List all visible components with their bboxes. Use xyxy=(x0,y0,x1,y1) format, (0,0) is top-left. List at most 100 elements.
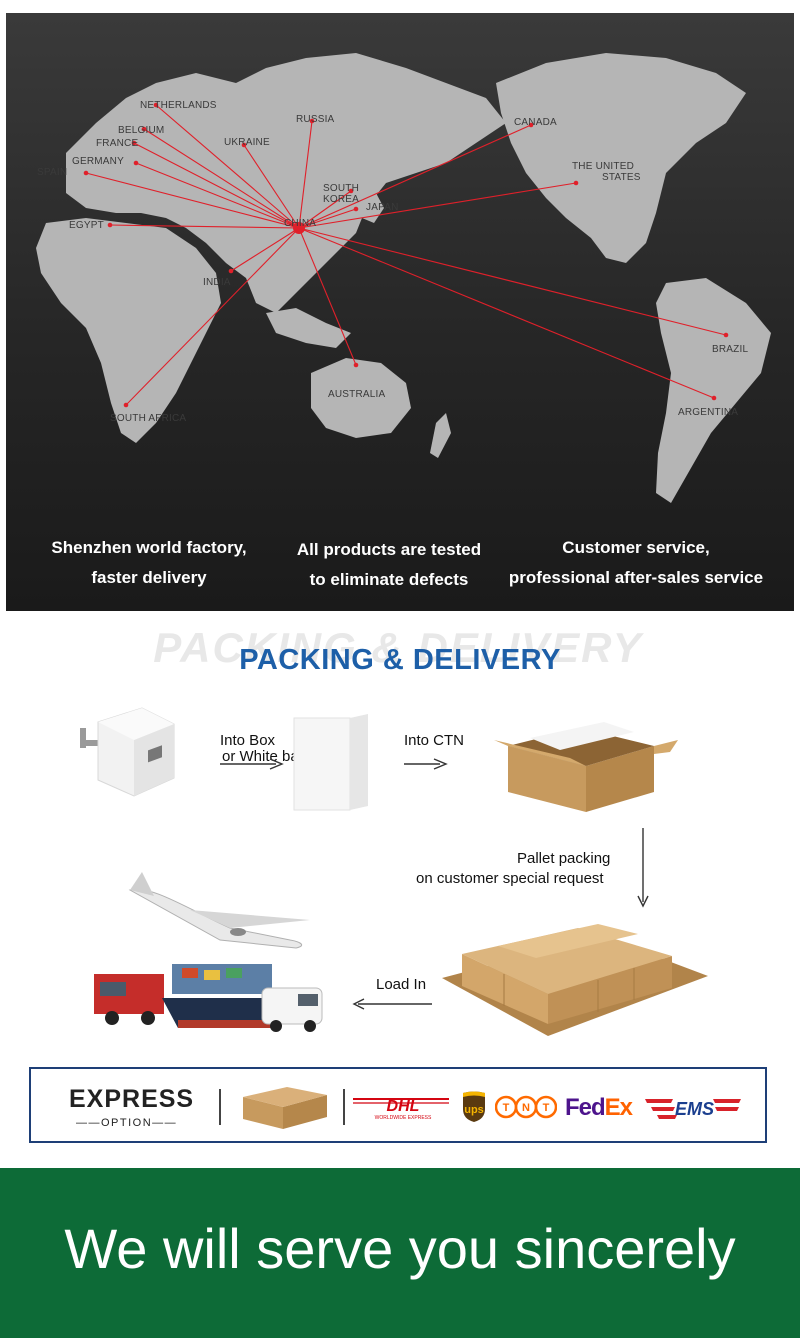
destination-dot xyxy=(123,402,129,408)
transport-vehicles-image xyxy=(94,964,323,1032)
footer-banner: We will serve you sincerely xyxy=(0,1168,800,1338)
charger-prong-1 xyxy=(80,728,86,748)
destination-label: SPAIN xyxy=(37,167,67,178)
destination-label: SOUTH xyxy=(323,183,359,194)
destination-dot xyxy=(723,332,729,338)
destination-label: JAPAN xyxy=(366,202,399,213)
destination-dot xyxy=(83,170,89,176)
ship-hull-bottom xyxy=(178,1020,282,1028)
destination-label: RUSSIA xyxy=(296,114,335,125)
route-line-south-africa xyxy=(125,227,300,406)
africa-shape xyxy=(36,218,221,443)
arrow-left-icon xyxy=(352,998,432,1010)
destination-dot xyxy=(228,268,234,274)
truck-wheel xyxy=(105,1011,119,1025)
express-carton-icon xyxy=(243,1087,327,1129)
south-america-shape xyxy=(656,278,771,503)
hub-label: CHINA xyxy=(284,218,316,229)
dhl-logo: DHL WORLDWIDE EXPRESS xyxy=(353,1098,449,1121)
airplane-tail xyxy=(130,872,154,896)
feature-tested: All products are tested to eliminate def… xyxy=(274,535,504,595)
arrow-down-icon xyxy=(637,828,649,908)
route-line-egypt xyxy=(109,224,300,229)
route-line-france xyxy=(133,142,300,229)
destination-dot xyxy=(528,122,534,128)
ems-text: EMS xyxy=(675,1099,714,1119)
tnt-letter: N xyxy=(522,1102,530,1114)
footer-slogan: We will serve you sincerely xyxy=(64,1217,736,1280)
express-label: EXPRESS xyxy=(69,1085,195,1113)
australia-shape xyxy=(311,358,411,438)
ups-logo: ups xyxy=(463,1091,485,1122)
destination-label: STATES xyxy=(602,172,641,183)
step-into-box-line1: Into Box xyxy=(220,732,276,749)
destination-dot xyxy=(353,206,359,212)
divider xyxy=(219,1089,221,1125)
tnt-logo: T N T xyxy=(495,1095,557,1119)
route-line-germany xyxy=(135,162,300,229)
feature-service: Customer service, professional after-sal… xyxy=(496,533,776,593)
route-line-canada xyxy=(298,124,532,229)
charger-prong-2 xyxy=(86,740,98,746)
destination-dot xyxy=(348,188,354,194)
feature-tested-line2: to eliminate defects xyxy=(309,570,469,589)
container-red xyxy=(182,968,198,978)
packing-title: PACKING & DELIVERY xyxy=(239,644,561,676)
van-wheel xyxy=(270,1020,282,1032)
container-yellow xyxy=(204,970,220,980)
feature-factory: Shenzhen world factory, faster delivery xyxy=(24,533,274,593)
ems-logo: EMS xyxy=(645,1099,741,1119)
continents xyxy=(36,53,771,503)
destination-label: INDIA xyxy=(203,277,231,288)
carton-image xyxy=(494,722,678,812)
express-sublabel: ——OPTION—— xyxy=(76,1117,178,1129)
step-pallet-line1: Pallet packing xyxy=(517,850,611,867)
tnt-letter: T xyxy=(543,1102,550,1114)
se-asia-shape xyxy=(266,308,351,348)
truck-wheel xyxy=(141,1011,155,1025)
destination-label: KOREA xyxy=(323,194,359,205)
feature-service-line1: Customer service, xyxy=(562,538,710,557)
new-zealand-shape xyxy=(430,413,451,458)
destination-label: FRANCE xyxy=(96,138,138,149)
destination-dot xyxy=(153,102,159,108)
van-window xyxy=(298,994,318,1006)
white-box-front xyxy=(293,717,351,811)
van-wheel xyxy=(304,1020,316,1032)
route-line-india xyxy=(230,227,300,272)
step-load-in: Load In xyxy=(376,976,427,993)
airplane-engine xyxy=(230,928,246,936)
usb-port xyxy=(148,745,162,763)
airplane-image xyxy=(128,872,310,949)
route-line-russia xyxy=(298,120,313,229)
airplane-wing xyxy=(190,910,310,928)
fedex-text: FedEx xyxy=(565,1094,634,1121)
destination-dot xyxy=(241,142,247,148)
charger-top xyxy=(98,708,174,740)
dhl-text: DHL xyxy=(387,1098,420,1115)
packing-title-shadow: PACKING & DELIVERY xyxy=(153,624,643,671)
feature-factory-line2: faster delivery xyxy=(91,568,207,587)
route-line-the-united-states xyxy=(298,182,577,229)
destination-dot xyxy=(131,140,137,146)
destination-dot xyxy=(141,126,147,132)
eurasia-shape xyxy=(66,53,506,313)
destination-label: SOUTH AFRICA xyxy=(110,413,186,424)
container-green xyxy=(226,968,242,978)
destination-dot xyxy=(309,118,315,124)
destination-label: BRAZIL xyxy=(712,344,748,355)
destination-label: EGYPT xyxy=(69,220,104,231)
white-box-side xyxy=(350,714,368,810)
route-line-spain xyxy=(85,172,300,229)
cartons-top-layer xyxy=(498,924,638,958)
tnt-letter: T xyxy=(503,1102,510,1114)
destination-labels: NETHERLANDSBELGIUMFRANCEGERMANYSPAINUKRA… xyxy=(37,100,748,424)
destination-dot xyxy=(353,362,359,368)
pallet-cartons-image xyxy=(442,924,708,1036)
north-america-shape xyxy=(496,53,746,263)
route-line-belgium xyxy=(143,128,300,229)
destination-label: NETHERLANDS xyxy=(140,100,217,111)
truck-window xyxy=(100,982,126,996)
divider xyxy=(343,1089,345,1125)
